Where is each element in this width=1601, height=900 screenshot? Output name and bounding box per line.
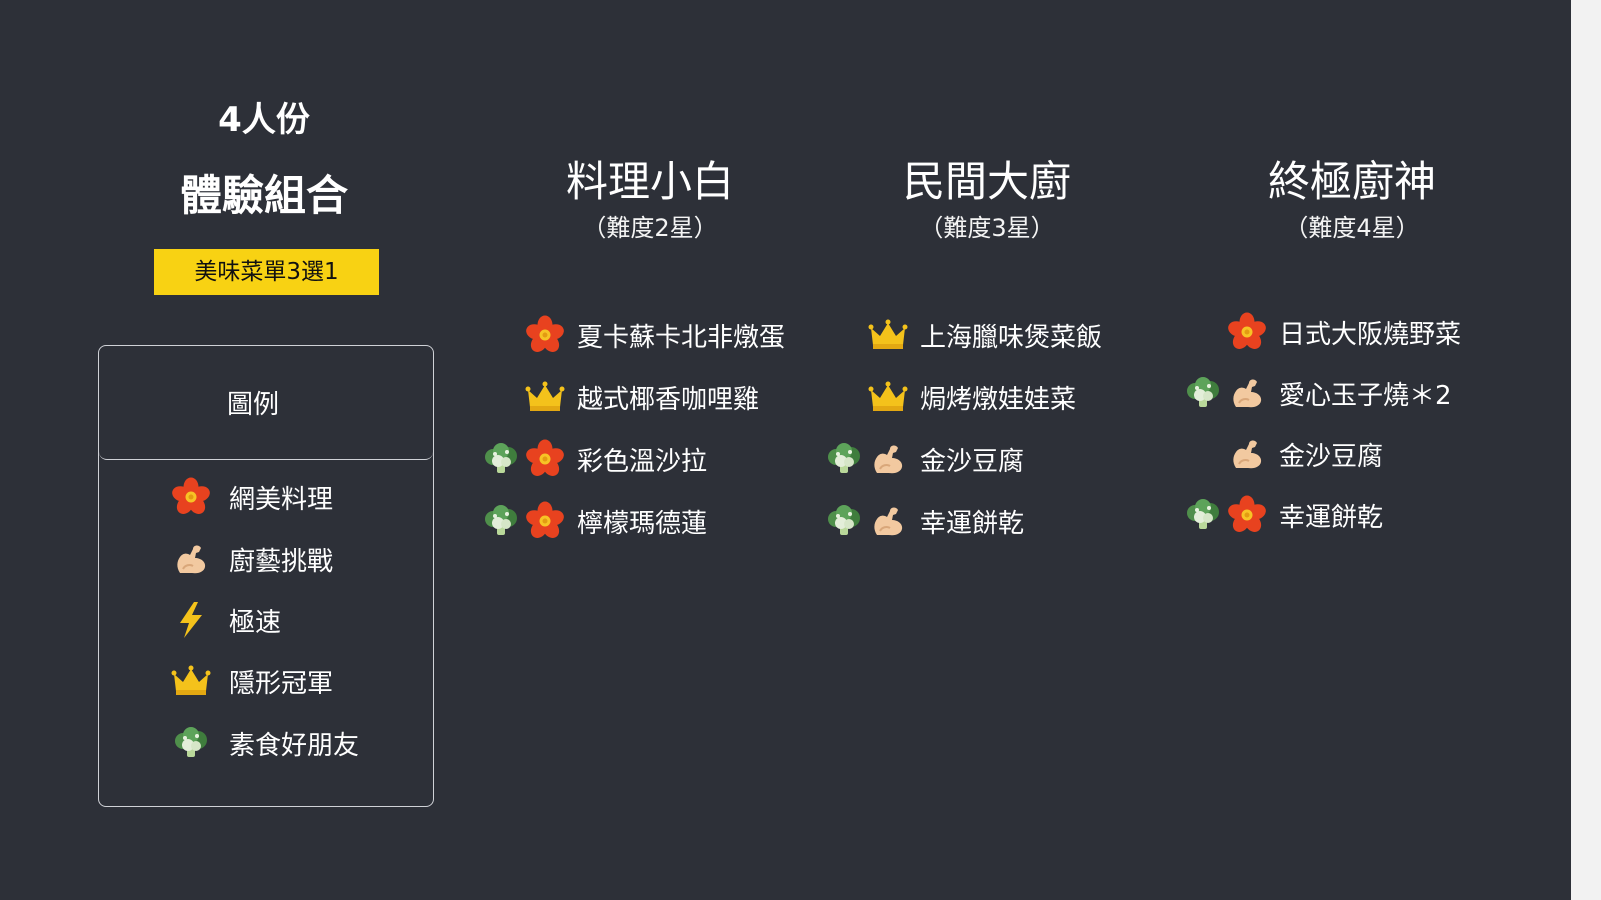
column-subtitle: （難度3星）: [919, 214, 1055, 242]
dish-name: 日式大阪燒野菜: [1279, 319, 1462, 350]
flexed-arm-icon: [1227, 373, 1267, 413]
column-subtitle: （難度4星）: [1284, 214, 1420, 242]
legend-item-vegetarian: 素食好朋友: [171, 723, 359, 763]
dish-name: 越式椰香咖哩雞: [577, 384, 760, 415]
broccoli-icon: [481, 501, 521, 541]
legend-box: 圖例 網美料理 廚藝挑戰 極速 隱形冠軍 素食好朋友: [98, 345, 434, 807]
left-panel: 4人份 體驗組合 美味菜單3選1 圖例 網美料理 廚藝挑戰 極速 隱形冠軍 素食…: [0, 0, 520, 900]
flower-icon: [525, 439, 565, 479]
dish-icons: [820, 377, 908, 417]
dish-item: 夏卡蘇卡北非燉蛋: [477, 315, 785, 355]
dish-item: 上海臘味煲菜飯: [820, 315, 1102, 355]
dish-item: 幸運餅乾: [1179, 495, 1383, 535]
dish-item: 越式椰香咖哩雞: [477, 377, 759, 417]
crown-icon: [868, 377, 908, 417]
dish-item: 幸運餅乾: [820, 501, 1024, 541]
experience-set-title: 體驗組合: [179, 171, 348, 220]
menu-choice-badge: 美味菜單3選1: [154, 249, 379, 295]
dish-item: 日式大阪燒野菜: [1179, 312, 1461, 352]
dish-name: 彩色溫沙拉: [577, 446, 708, 477]
column-subtitle: （難度2星）: [582, 214, 718, 242]
dish-name: 檸檬瑪德蓮: [577, 508, 708, 539]
legend-label: 素食好朋友: [229, 730, 360, 761]
broccoli-icon: [824, 501, 864, 541]
menu-column-beginner: 料理小白 （難度2星） 夏卡蘇卡北非燉蛋 越式椰香咖哩雞 彩色溫沙拉 檸檬瑪德蓮: [485, 0, 820, 900]
dish-icons: [477, 315, 565, 355]
flexed-arm-icon: [171, 539, 211, 579]
dish-item: 檸檬瑪德蓮: [477, 501, 707, 541]
dish-icons: [1179, 495, 1267, 535]
crown-icon: [171, 661, 211, 701]
column-title: 民間大廚: [902, 157, 1071, 206]
menu-column-home-chef: 民間大廚 （難度3星） 上海臘味煲菜飯 焗烤燉娃娃菜 金沙豆腐 幸運餅乾: [828, 0, 1162, 900]
flower-icon: [1227, 495, 1267, 535]
dish-item: 焗烤燉娃娃菜: [820, 377, 1076, 417]
crown-icon: [525, 377, 565, 417]
flower-icon: [525, 501, 565, 541]
legend-label: 廚藝挑戰: [229, 546, 334, 577]
dish-icons: [820, 315, 908, 355]
broccoli-icon: [481, 439, 521, 479]
legend-title: 圖例: [99, 346, 433, 460]
dish-item: 金沙豆腐: [1179, 434, 1383, 474]
dish-icons: [820, 439, 908, 479]
lightning-icon: [171, 600, 211, 640]
flexed-arm-icon: [868, 501, 908, 541]
dish-name: 焗烤燉娃娃菜: [920, 384, 1077, 415]
flower-icon: [525, 315, 565, 355]
dish-icons: [820, 501, 908, 541]
broccoli-icon: [1183, 495, 1223, 535]
broccoli-icon: [171, 723, 211, 763]
flexed-arm-icon: [868, 439, 908, 479]
dish-item: 愛心玉子燒＊2: [1179, 373, 1452, 413]
servings-label: 4人份: [218, 100, 310, 140]
right-edge-strip: [1571, 0, 1601, 900]
dish-name: 金沙豆腐: [920, 446, 1025, 477]
dish-icons: [1179, 434, 1267, 474]
legend-item-challenge: 廚藝挑戰: [171, 539, 333, 579]
dish-name: 幸運餅乾: [1279, 502, 1384, 533]
legend-item-photogenic: 網美料理: [171, 477, 333, 517]
legend-label: 極速: [229, 607, 282, 638]
dish-item: 彩色溫沙拉: [477, 439, 707, 479]
dish-icons: [477, 377, 565, 417]
dish-name: 愛心玉子燒＊2: [1279, 380, 1452, 411]
broccoli-icon: [824, 439, 864, 479]
dish-name: 金沙豆腐: [1279, 441, 1384, 472]
column-title: 料理小白: [565, 157, 734, 206]
flexed-arm-icon: [1227, 434, 1267, 474]
broccoli-icon: [1183, 373, 1223, 413]
dish-name: 夏卡蘇卡北非燉蛋: [577, 322, 786, 353]
legend-item-speed: 極速: [171, 600, 281, 640]
dish-icons: [477, 501, 565, 541]
menu-column-master-chef: 終極廚神 （難度4星） 日式大阪燒野菜 愛心玉子燒＊2 金沙豆腐 幸運餅乾: [1187, 0, 1522, 900]
dish-name: 幸運餅乾: [920, 508, 1025, 539]
column-title: 終極廚神: [1267, 157, 1436, 206]
dish-item: 金沙豆腐: [820, 439, 1024, 479]
legend-label: 網美料理: [229, 484, 334, 515]
dish-icons: [1179, 312, 1267, 352]
flower-icon: [171, 477, 211, 517]
crown-icon: [868, 315, 908, 355]
dish-icons: [477, 439, 565, 479]
flower-icon: [1227, 312, 1267, 352]
dish-name: 上海臘味煲菜飯: [920, 322, 1103, 353]
legend-label: 隱形冠軍: [229, 668, 334, 699]
dish-icons: [1179, 373, 1267, 413]
legend-item-champion: 隱形冠軍: [171, 661, 333, 701]
